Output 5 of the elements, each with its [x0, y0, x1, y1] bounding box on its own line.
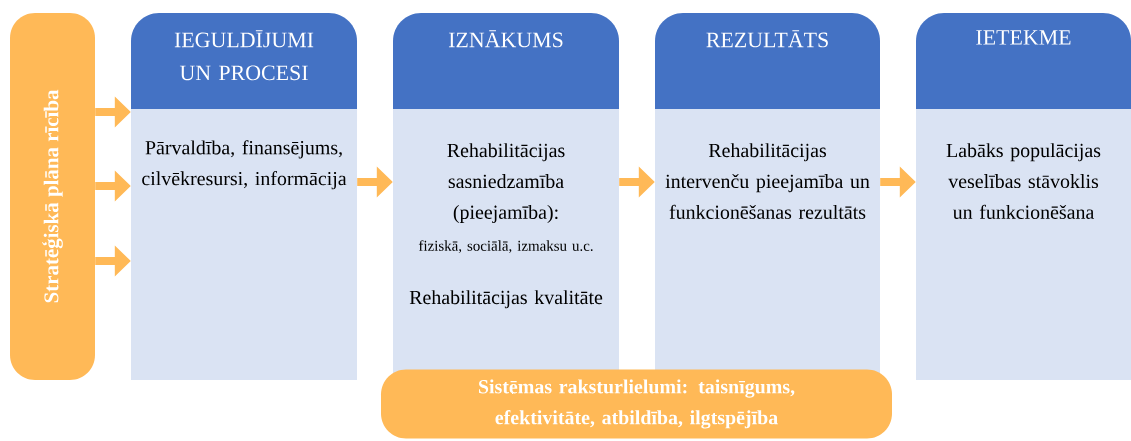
body-text: Rehabilitācijas kvalitāte [409, 290, 603, 309]
body-text: Pārvaldība, finansējums, cilvēkresursi, informācija [142, 140, 347, 190]
sidebar: Stratēģiskā plāna rīcība [10, 13, 95, 380]
system-band: Sistēmas raksturlielumi: taisnīgums, efektivitāte, atbildība, ilgtspējība [381, 369, 892, 439]
body-text: fiziskā, sociālā, izmaksu u.c. [418, 240, 593, 253]
